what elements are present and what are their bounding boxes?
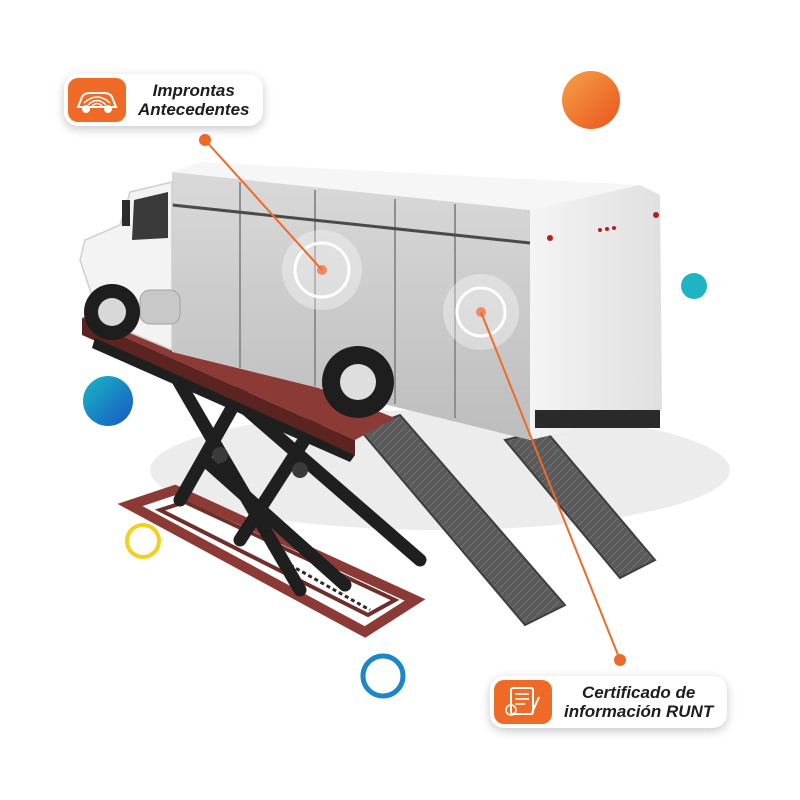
marker-light: [612, 226, 616, 230]
decorative-teal-dot: [681, 273, 707, 299]
tail-light: [547, 235, 553, 241]
callout-certificado-line1: Certificado de: [581, 683, 696, 702]
fuel-tank: [139, 289, 181, 325]
cab-window: [132, 192, 168, 240]
connector-line-bottom: [480, 311, 621, 661]
connector-dot-top: [199, 134, 211, 146]
lift-platform-edge: [82, 318, 355, 455]
side-mirror: [122, 200, 130, 226]
connector-dot-bottom: [614, 654, 626, 666]
scissor-arms: [168, 368, 427, 597]
car-fingerprint-icon: [68, 78, 126, 122]
roll-up-door-lines: [171, 182, 531, 418]
callout-improntas-label: Improntas Antecedentes: [138, 81, 249, 119]
callout-improntas-line1: Improntas: [152, 81, 235, 100]
lift-platform-black: [92, 338, 355, 462]
connector-line-top: [204, 139, 323, 271]
rear-bumper: [535, 410, 660, 428]
decorative-blue-ring: [360, 653, 406, 699]
rear-wheel-rim: [340, 364, 376, 400]
truck-cargo-box-side: [172, 172, 530, 440]
scissor-pivot: [212, 447, 228, 463]
callout-improntas-line2: Antecedentes: [138, 100, 250, 119]
scissor-pivot: [292, 462, 308, 478]
decorative-blue-circle: [83, 376, 133, 426]
truck-cargo-box-top: [172, 162, 640, 210]
tail-light: [653, 212, 659, 218]
lift-base-frame: [117, 484, 426, 638]
marker-light: [605, 227, 609, 231]
decorative-yellow-ring: [125, 523, 161, 559]
truck-cargo-box-rear: [530, 185, 662, 440]
marker-light: [598, 228, 602, 232]
callout-certificado-runt: Certificado de información RUNT: [490, 676, 728, 728]
callout-certificado-line2: información RUNT: [564, 702, 714, 721]
callout-certificado-label: Certificado de información RUNT: [564, 683, 713, 721]
front-wheel-rim: [98, 298, 126, 326]
decorative-orange-circle: [562, 71, 620, 129]
lift-chain: [289, 563, 371, 612]
certificate-document-icon: [494, 680, 552, 724]
callout-improntas: Improntas Antecedentes: [64, 74, 264, 126]
